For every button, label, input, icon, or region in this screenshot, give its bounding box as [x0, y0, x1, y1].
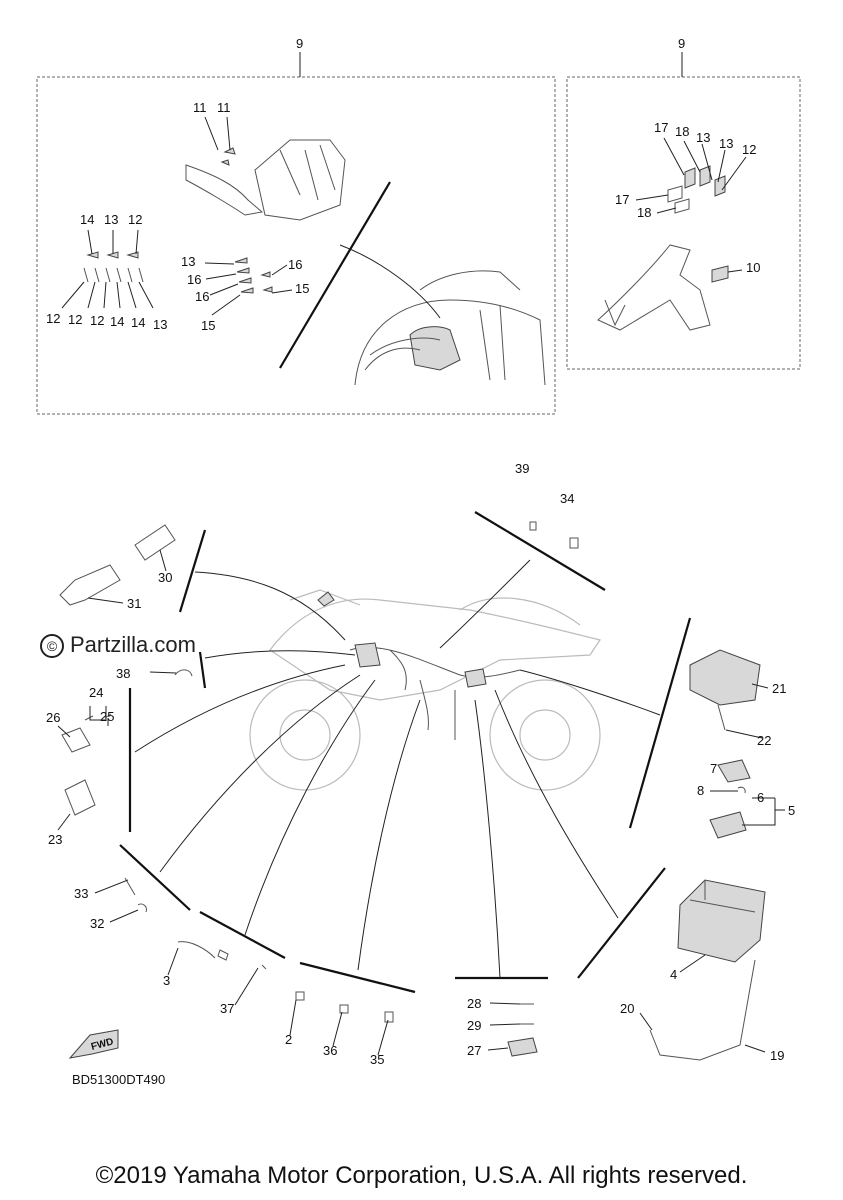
callout-17: 17 — [654, 120, 668, 135]
bracket-3-37 — [199, 911, 286, 959]
callout-2: 2 — [285, 1032, 292, 1047]
callout-23: 23 — [48, 832, 62, 847]
callout-5: 5 — [788, 803, 795, 818]
callout-20: 20 — [620, 1001, 634, 1016]
bracket-4-19-20 — [577, 867, 666, 979]
callout-12: 12 — [90, 313, 104, 328]
callout-13: 13 — [104, 212, 118, 227]
callout-6: 6 — [757, 790, 764, 805]
drawing-code: BD51300DT490 — [72, 1072, 166, 1087]
copyright-notice: ©2019 Yamaha Motor Corporation, U.S.A. A… — [95, 1162, 748, 1189]
callout-14: 14 — [131, 315, 145, 330]
callout-34: 34 — [560, 491, 574, 506]
callout-29: 29 — [467, 1018, 481, 1033]
callout-25: 25 — [100, 709, 114, 724]
callout-28: 28 — [467, 996, 481, 1011]
callout-16: 16 — [195, 289, 209, 304]
callout-15: 15 — [201, 318, 215, 333]
inset-box-left — [36, 76, 556, 415]
callout-9: 9 — [678, 36, 685, 51]
callout-21: 21 — [772, 681, 786, 696]
callout-13: 13 — [181, 254, 195, 269]
callout-12: 12 — [742, 142, 756, 157]
callout-3: 3 — [163, 973, 170, 988]
part-21-22-drawing — [689, 649, 761, 731]
watermark: ©Partzilla.com — [40, 632, 196, 659]
motorcycle-outline — [249, 589, 601, 791]
callout-8: 8 — [697, 783, 704, 798]
callout-13: 13 — [696, 130, 710, 145]
bracket-39-34 — [474, 511, 606, 591]
part-38-drawing — [174, 669, 193, 677]
callout-9: 9 — [296, 36, 303, 51]
callout-38: 38 — [116, 666, 130, 681]
fwd-arrow-icon — [68, 1029, 119, 1059]
callout-18: 18 — [675, 124, 689, 139]
callout-13: 13 — [719, 136, 733, 151]
bracket-32-33 — [119, 844, 191, 911]
callout-24: 24 — [89, 685, 103, 700]
inset-box-right — [566, 76, 801, 370]
callout-10: 10 — [746, 260, 760, 275]
callout-27: 27 — [467, 1043, 481, 1058]
callout-26: 26 — [46, 710, 60, 725]
callout-32: 32 — [90, 916, 104, 931]
connector-pins-drawing — [83, 251, 273, 294]
callout-14: 14 — [110, 314, 124, 329]
callout-31: 31 — [127, 596, 141, 611]
bracket-30-31 — [178, 529, 207, 613]
callout-16: 16 — [288, 257, 302, 272]
harness-detail-drawing — [354, 270, 546, 386]
bracket-2-36-35 — [299, 961, 416, 994]
relay-connectors-drawing — [667, 165, 726, 214]
callout-7: 7 — [710, 761, 717, 776]
battery-drawing — [649, 879, 766, 1061]
callout-17: 17 — [615, 192, 629, 207]
part-5-8-drawing — [709, 759, 751, 839]
callout-19: 19 — [770, 1048, 784, 1063]
callout-15: 15 — [295, 281, 309, 296]
callout-30: 30 — [158, 570, 172, 585]
watermark-text: Partzilla.com — [70, 632, 196, 657]
copyright-symbol-icon: © — [40, 634, 64, 659]
handlebar-switch-drawing — [185, 139, 346, 221]
callout-12: 12 — [46, 311, 60, 326]
bracket-38 — [198, 651, 207, 689]
callout-11: 11 — [217, 100, 231, 115]
callout-11: 11 — [193, 100, 207, 115]
callout-39: 39 — [515, 461, 529, 476]
callout-16: 16 — [187, 272, 201, 287]
part-3-37-drawing — [177, 941, 267, 970]
callout-13: 13 — [153, 317, 167, 332]
part-39-34-drawing — [529, 521, 579, 549]
callout-14: 14 — [80, 212, 94, 227]
callout-12: 12 — [128, 212, 142, 227]
inset-bracket-left — [279, 181, 391, 369]
callout-36: 36 — [323, 1043, 337, 1058]
callout-37: 37 — [220, 1001, 234, 1016]
part-2-36-35-drawing — [295, 991, 394, 1023]
callout-4: 4 — [670, 967, 677, 982]
callout-12: 12 — [68, 312, 82, 327]
right-inset-harness-drawing — [597, 244, 729, 331]
leader-arrows — [134, 559, 661, 979]
part-32-33-drawing — [124, 877, 147, 913]
part-30-31-drawing — [59, 524, 176, 606]
callout-33: 33 — [74, 886, 88, 901]
callout-18: 18 — [637, 205, 651, 220]
part-23-26-drawing — [61, 713, 112, 816]
part-27-29-drawing — [507, 1003, 538, 1057]
callout-35: 35 — [370, 1052, 384, 1067]
callout-leaders — [57, 116, 785, 1056]
callout-22: 22 — [757, 733, 771, 748]
callout-labels: 9 9 11 11 14 13 12 12 12 12 14 14 13 13 … — [46, 36, 795, 1067]
bracket-21-22 — [628, 617, 692, 829]
